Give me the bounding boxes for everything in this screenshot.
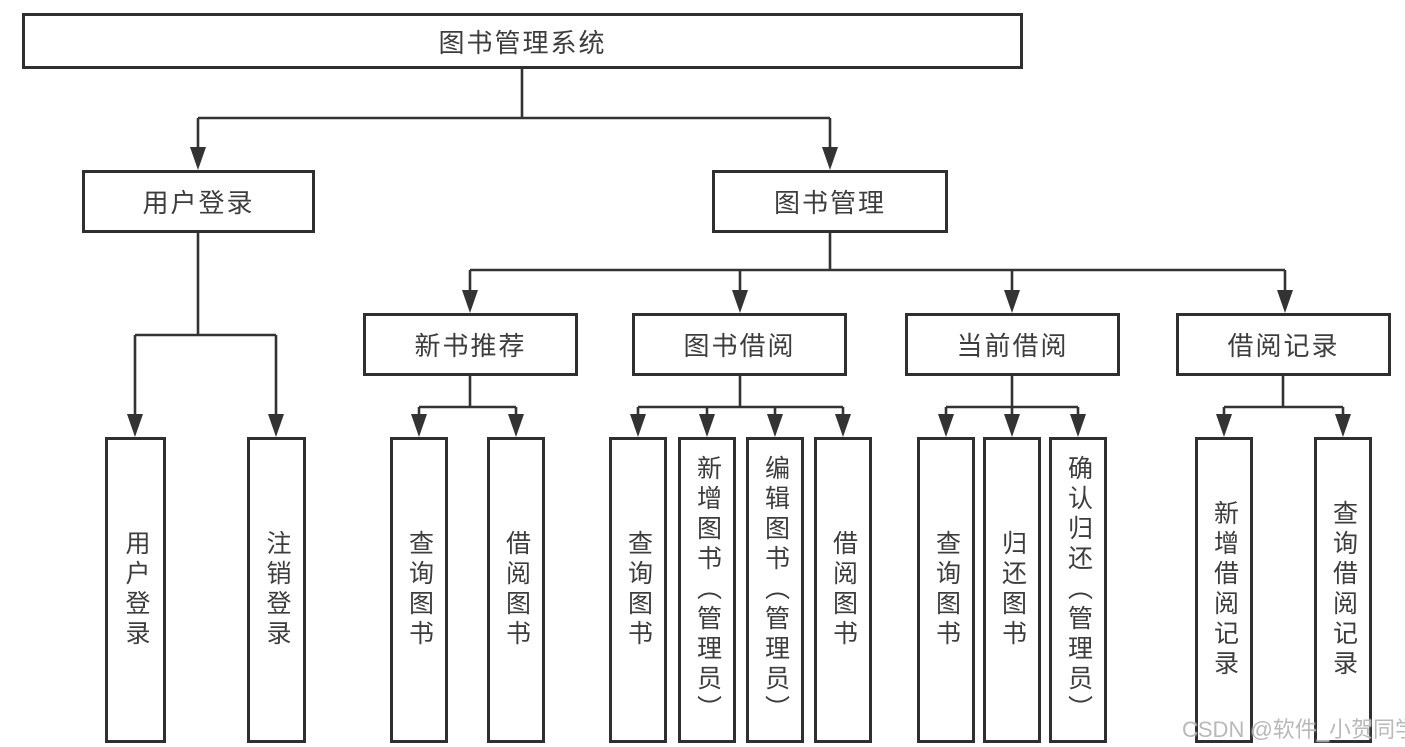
root-node-label: 图书管理系统 bbox=[438, 27, 607, 58]
arrowhead-module-0 bbox=[462, 290, 478, 313]
leaf-label: 新增图书（管理员） bbox=[693, 455, 722, 725]
leaf-add-books-admin: 新增图书（管理员） bbox=[678, 437, 736, 743]
arrowhead-m2c2 bbox=[1070, 414, 1086, 437]
node-borrowing-records-label: 借阅记录 bbox=[1227, 331, 1340, 361]
connector-user-login-branch bbox=[133, 233, 278, 417]
node-user-login-label: 用户登录 bbox=[142, 188, 255, 218]
leaf-user-login: 用户登录 bbox=[105, 437, 166, 743]
connector-module-3-branch bbox=[1222, 376, 1345, 417]
connector-module-1-branch bbox=[636, 376, 845, 417]
arrowhead-m2c0 bbox=[938, 414, 954, 437]
arrowhead-leaf-login bbox=[127, 414, 143, 437]
leaf-confirm-return-admin: 确认归还（管理员） bbox=[1049, 437, 1107, 743]
leaf-logout-login-label: 注销登录 bbox=[263, 530, 291, 650]
leaf-return-books: 归还图书 bbox=[983, 437, 1041, 743]
leaf-logout-login: 注销登录 bbox=[247, 437, 306, 743]
leaf-label: 确认归还（管理员） bbox=[1064, 455, 1093, 725]
leaf-label: 查询图书 bbox=[405, 530, 434, 650]
arrowhead-m0c1 bbox=[508, 414, 524, 437]
arrowhead-m1c1 bbox=[699, 414, 715, 437]
leaf-label: 归还图书 bbox=[998, 530, 1027, 650]
arrowhead-m1c3 bbox=[835, 414, 851, 437]
connector-book-management-branch bbox=[468, 233, 1287, 292]
leaf-label: 借阅图书 bbox=[502, 530, 531, 650]
connector-module-2-branch bbox=[944, 376, 1080, 417]
connector-module-0-branch bbox=[417, 376, 518, 417]
leaf-borrow-books: 借阅图书 bbox=[814, 437, 872, 743]
leaf-edit-books-admin: 编辑图书（管理员） bbox=[746, 437, 804, 743]
node-new-book-recommendation-label: 新书推荐 bbox=[414, 331, 527, 361]
leaf-label: 编辑图书（管理员） bbox=[761, 455, 790, 725]
arrowhead-leaf-logout bbox=[268, 414, 284, 437]
leaf-query-books-recommendation: 查询图书 bbox=[390, 437, 448, 743]
arrowhead-module-3 bbox=[1277, 290, 1293, 313]
arrowhead-m0c0 bbox=[411, 414, 427, 437]
leaf-label: 查询图书 bbox=[932, 530, 961, 650]
arrowhead-user-login bbox=[190, 147, 206, 170]
node-borrowing-records: 借阅记录 bbox=[1176, 313, 1391, 376]
leaf-label: 查询图书 bbox=[624, 530, 653, 650]
leaf-query-borrow-record: 查询借阅记录 bbox=[1314, 437, 1372, 743]
connector-root-branch bbox=[196, 68, 832, 150]
node-book-borrowing-label: 图书借阅 bbox=[683, 331, 796, 361]
leaf-query-books-borrowing: 查询图书 bbox=[609, 437, 667, 743]
arrowhead-book-management bbox=[822, 147, 838, 170]
csdn-watermark: CSDN @软件_小贺同学 bbox=[1182, 717, 1405, 742]
leaf-label: 新增借阅记录 bbox=[1210, 500, 1239, 680]
leaf-add-borrow-record: 新增借阅记录 bbox=[1195, 437, 1253, 743]
leaf-label: 借阅图书 bbox=[829, 530, 858, 650]
node-user-login: 用户登录 bbox=[82, 170, 315, 233]
leaf-borrow-books-recommendation: 借阅图书 bbox=[487, 437, 545, 743]
arrowhead-m3c1 bbox=[1335, 414, 1351, 437]
arrowhead-module-1 bbox=[732, 290, 748, 313]
node-new-book-recommendation: 新书推荐 bbox=[363, 313, 578, 376]
node-book-management-label: 图书管理 bbox=[773, 188, 886, 218]
arrowhead-m3c0 bbox=[1216, 414, 1232, 437]
leaf-query-books-current: 查询图书 bbox=[917, 437, 975, 743]
node-book-management: 图书管理 bbox=[712, 170, 948, 233]
leaf-label: 查询借阅记录 bbox=[1329, 500, 1358, 680]
node-book-borrowing: 图书借阅 bbox=[632, 313, 847, 376]
arrowhead-m1c2 bbox=[767, 414, 783, 437]
root-node-library-management-system: 图书管理系统 bbox=[22, 13, 1023, 69]
arrowhead-m2c1 bbox=[1004, 414, 1020, 437]
node-current-borrowing: 当前借阅 bbox=[905, 313, 1120, 376]
leaf-user-login-label: 用户登录 bbox=[122, 530, 150, 650]
arrowhead-module-2 bbox=[1004, 290, 1020, 313]
node-current-borrowing-label: 当前借阅 bbox=[956, 331, 1069, 361]
arrowhead-m1c0 bbox=[630, 414, 646, 437]
